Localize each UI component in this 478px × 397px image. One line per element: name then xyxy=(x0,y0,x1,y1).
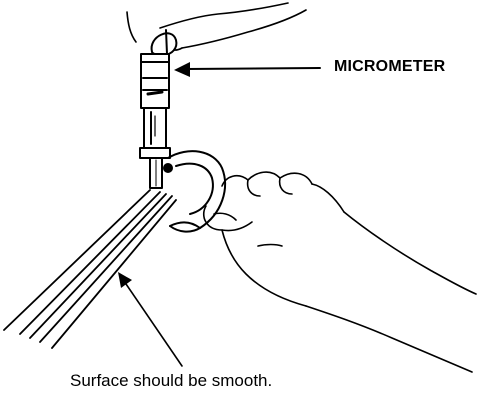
surface-leader-arrow xyxy=(118,272,182,366)
surface-caption: Surface should be smooth. xyxy=(70,371,272,391)
ratchet-knob xyxy=(152,33,177,55)
micrometer-leader-arrow xyxy=(174,62,320,77)
lower-hand xyxy=(204,172,476,372)
journal-rod xyxy=(4,190,176,348)
micrometer xyxy=(140,30,176,188)
micrometer-label: MICROMETER xyxy=(334,58,445,76)
micrometer-frame xyxy=(168,151,225,231)
